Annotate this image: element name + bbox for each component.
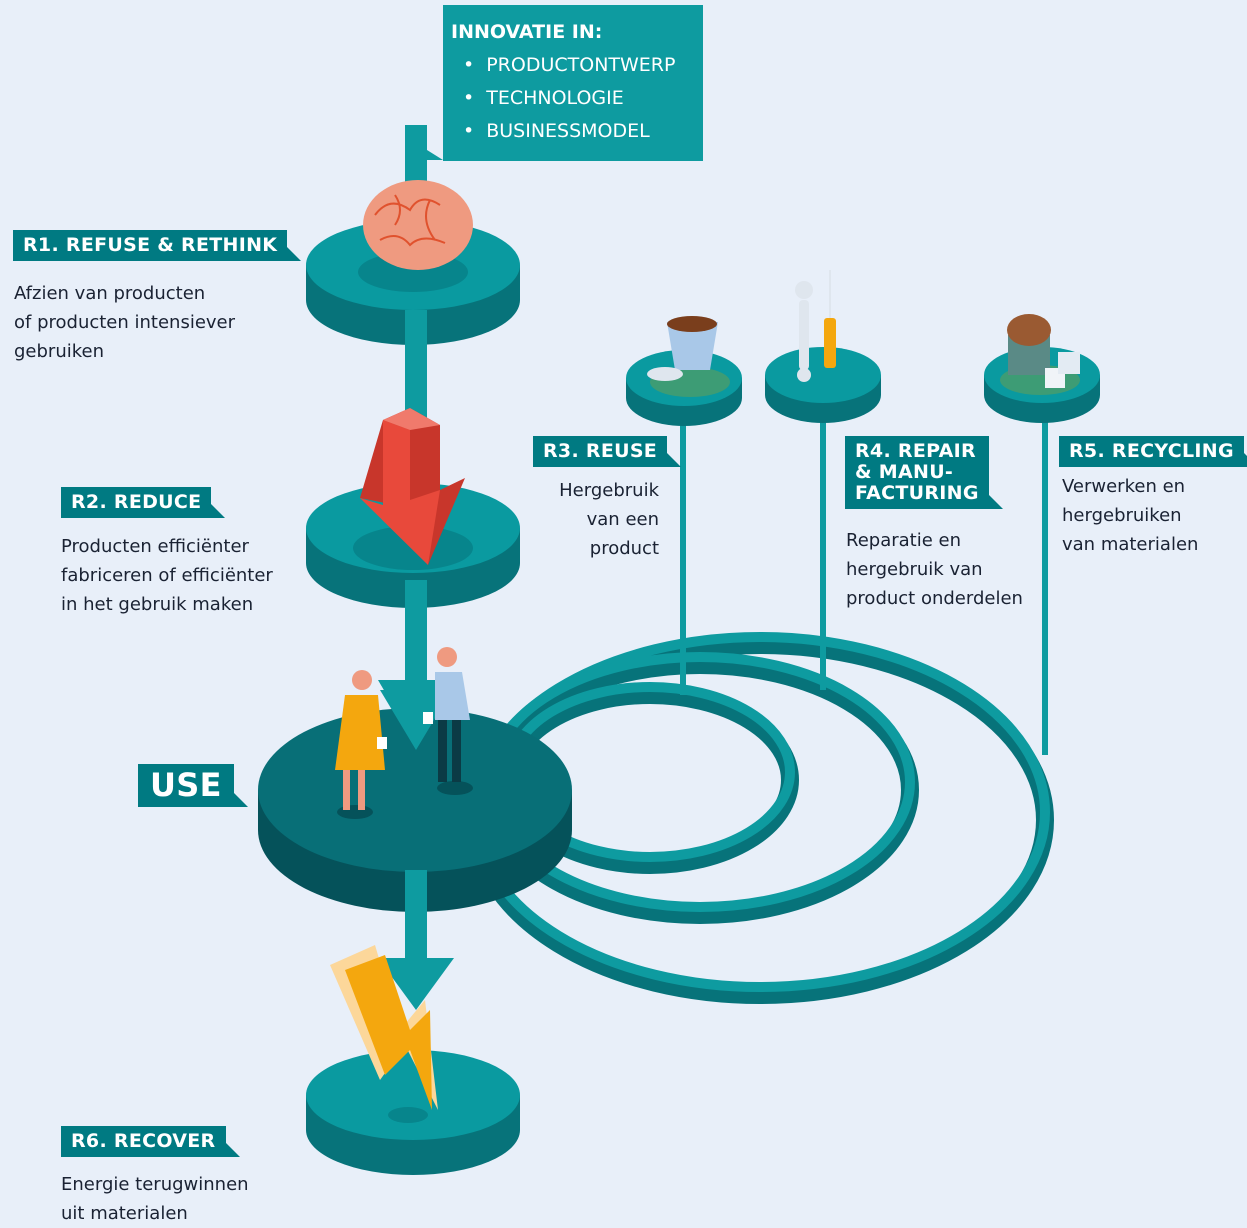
r6-desc-line: Energie terugwinnen: [61, 1174, 249, 1195]
r1-desc-line: Afzien van producten: [14, 283, 206, 304]
r3-label: R3. REUSE: [533, 436, 682, 467]
r4-desc-line: product onderdelen: [846, 588, 1023, 609]
r6-label: R6. RECOVER: [61, 1126, 239, 1157]
r2-description: Producten efficiënter fabriceren of effi…: [61, 532, 273, 619]
r3-disk: [626, 350, 742, 426]
r4-desc-line: Reparatie en: [846, 530, 961, 551]
r2-desc-line: fabriceren of efficiënter: [61, 565, 273, 586]
person-icon: [423, 647, 473, 795]
r5-label: R5. RECYCLING: [1059, 436, 1247, 467]
r6-description: Energie terugwinnen uit materialen: [61, 1170, 249, 1228]
innovation-item-product: PRODUCTONTWERP: [463, 49, 703, 82]
r4-connector: [820, 395, 826, 690]
r4-label-line: FACTURING: [855, 481, 979, 504]
down-arrow-icon: [360, 408, 465, 565]
r5-desc-line: van materialen: [1062, 534, 1199, 555]
innovation-item-technology: TECHNOLOGIE: [463, 82, 703, 115]
r3-description: Hergebruik van een product: [540, 476, 659, 563]
innovation-list: PRODUCTONTWERP TECHNOLOGIE BUSINESSMODEL: [451, 49, 703, 148]
r3-desc-line: Hergebruik: [559, 480, 659, 501]
r5-connector: [1042, 395, 1048, 755]
use-disk: [258, 708, 572, 912]
r4-description: Reparatie en hergebruik van product onde…: [846, 526, 1023, 613]
r4-desc-line: hergebruik van: [846, 559, 983, 580]
r6-disk: [306, 1050, 520, 1175]
r1-description: Afzien van producten of producten intens…: [14, 279, 235, 366]
r3-desc-line: van een: [586, 509, 659, 530]
r4-label: R4. REPAIR & MANU- FACTURING: [845, 436, 1003, 509]
r1-desc-line: gebruiken: [14, 341, 104, 362]
r1-label: R1. REFUSE & RETHINK: [13, 230, 302, 261]
r5-desc-line: Verwerken en: [1062, 476, 1186, 497]
r2-desc-line: Producten efficiënter: [61, 536, 249, 557]
r6-desc-line: uit materialen: [61, 1203, 188, 1224]
flow-arrow-top: [427, 150, 443, 160]
r5-description: Verwerken en hergebruiken van materialen: [1062, 472, 1198, 559]
lightning-bolt-icon: [330, 945, 438, 1110]
r4-label-line: R4. REPAIR: [855, 440, 976, 462]
r2-desc-line: in het gebruik maken: [61, 594, 254, 615]
r3-connector: [680, 395, 686, 695]
innovation-title: INNOVATIE IN:: [451, 21, 603, 43]
r4-disk: [765, 347, 881, 423]
brain-icon: [363, 180, 473, 270]
r2-label: R2. REDUCE: [61, 487, 226, 518]
cup-icon: [647, 316, 718, 381]
wrench-icon: [795, 281, 813, 382]
r1-desc-line: of producten intensiever: [14, 312, 236, 333]
r3-desc-line: product: [589, 538, 659, 559]
screwdriver-icon: [824, 270, 836, 368]
use-label: USE: [138, 764, 248, 808]
innovation-box: INNOVATIE IN: PRODUCTONTWERP TECHNOLOGIE…: [443, 5, 703, 161]
person-icon: [335, 670, 387, 819]
r5-desc-line: hergebruiken: [1062, 505, 1182, 526]
innovation-item-business: BUSINESSMODEL: [463, 115, 703, 148]
raw-material-icon: [1007, 314, 1080, 388]
r4-label-line: & MANU-: [855, 460, 954, 483]
